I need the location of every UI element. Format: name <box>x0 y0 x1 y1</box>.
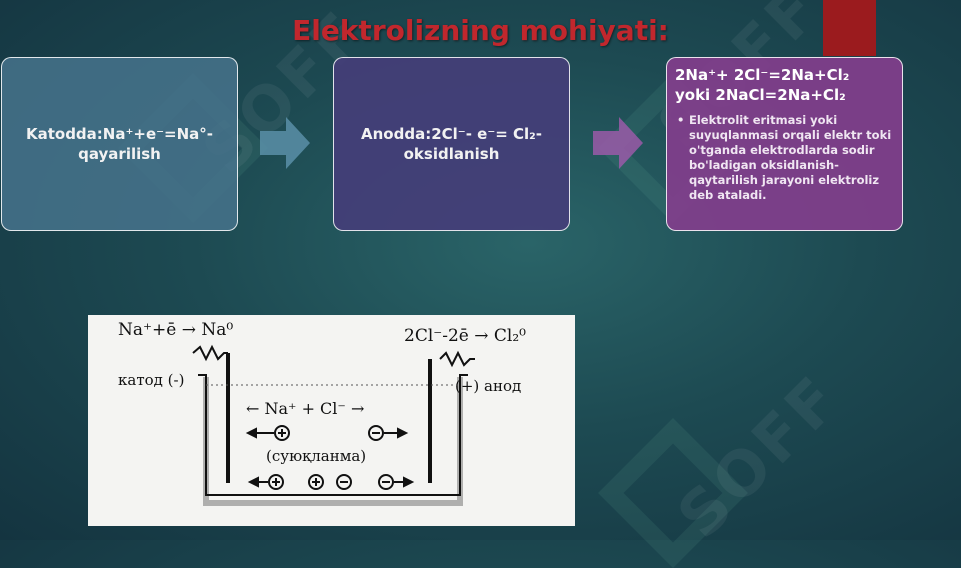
ions-text: ← Na⁺ + Cl⁻ → <box>246 399 364 418</box>
electrolysis-diagram: Na⁺+ē → Na⁰ 2Cl⁻-2ē → Cl₂⁰ катод (-) (+)… <box>88 315 575 526</box>
melt-label: (суюқланма) <box>266 447 366 465</box>
cathode-equation: Na⁺+ē → Na⁰ <box>118 320 233 340</box>
cathode-label: катод (-) <box>118 371 184 389</box>
anode-box: Anodda:2Cl⁻- e⁻= Cl₂-oksidlanish <box>333 57 570 231</box>
anode-wire <box>439 350 475 368</box>
anode-text: Anodda:2Cl⁻- e⁻= Cl₂-oksidlanish <box>361 124 542 163</box>
accent-bar <box>823 0 876 56</box>
anode-equation: 2Cl⁻-2ē → Cl₂⁰ <box>404 326 526 346</box>
cathode-box: Katodda:Na⁺+e⁻=Na°-qayarilish <box>1 57 238 231</box>
bottom-ions <box>247 474 415 490</box>
anode-electrode <box>428 359 432 483</box>
slide-title: Elektrolizning mohiyati: <box>292 14 669 47</box>
definition-bullet: Elektrolit eritmasi yoki suyuqlanmasi or… <box>675 113 894 203</box>
cathode-electrode <box>226 353 230 483</box>
cathode-text: Katodda:Na⁺+e⁻=Na°-qayarilish <box>25 124 214 163</box>
anode-label: (+) анод <box>455 377 521 395</box>
arrow-right-icon <box>593 117 643 169</box>
ion-arrows <box>245 425 409 441</box>
reaction-box: 2Na⁺+ 2Cl⁻=2Na+Cl₂ yoki 2NaCl=2Na+Cl₂ El… <box>666 57 903 231</box>
vessel <box>198 374 468 496</box>
overall-equation: 2Na⁺+ 2Cl⁻=2Na+Cl₂ <box>675 66 850 84</box>
overall-equation-alt: yoki 2NaCl=2Na+Cl₂ <box>675 85 846 104</box>
arrow-right-icon <box>260 117 310 169</box>
cathode-wire <box>192 344 228 362</box>
